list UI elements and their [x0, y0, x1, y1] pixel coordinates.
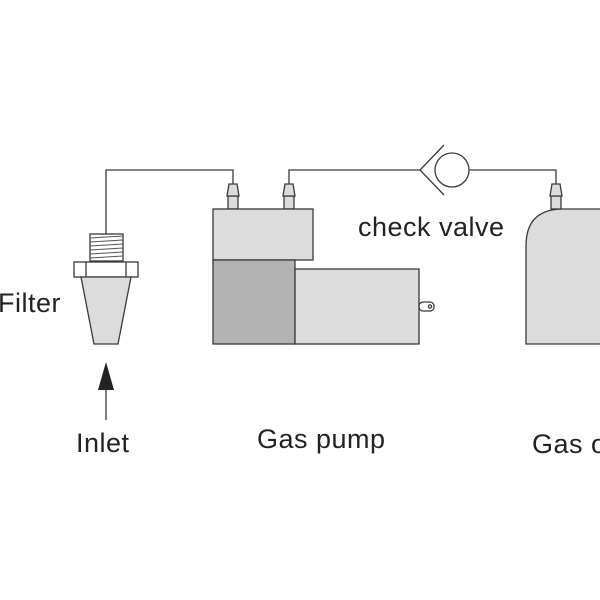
chamber-body — [525, 208, 600, 345]
tube-valve-to-chamber — [469, 169, 557, 184]
pump-outlet-barb — [282, 183, 296, 210]
tube-pump-to-valve — [288, 169, 420, 184]
check-valve-seat — [419, 144, 445, 196]
label-filter: Filter — [0, 288, 61, 318]
filter-body — [80, 276, 132, 345]
filter-thread-lines — [89, 235, 124, 259]
label-gas-pump: Gas pump — [257, 424, 386, 454]
chamber-barb — [549, 183, 563, 210]
pump-inlet-barb — [226, 183, 240, 210]
pump-motor — [294, 268, 420, 345]
label-check-valve: check valve — [358, 212, 505, 242]
check-valve-ball — [434, 152, 470, 188]
pump-motor-tab — [418, 301, 435, 312]
tubing — [105, 169, 557, 420]
filter-nut — [73, 261, 139, 278]
check-valve — [419, 144, 470, 196]
inlet-arrow-icon — [98, 362, 114, 390]
gas-chamber — [525, 183, 600, 345]
pump-housing — [212, 259, 296, 345]
label-inlet: Inlet — [76, 428, 130, 458]
label-gas-outlet: Gas o — [532, 429, 600, 459]
gas-pump — [212, 183, 435, 345]
pump-head — [212, 208, 314, 261]
tube-filter-to-pump — [105, 169, 234, 234]
filter — [73, 233, 139, 345]
